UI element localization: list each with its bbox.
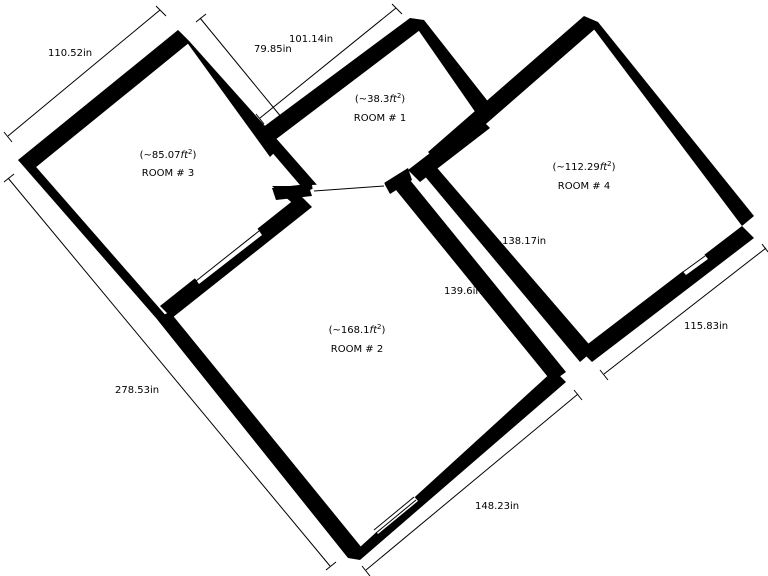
window-room3-line [195, 230, 260, 282]
dim-label-148-23: 148.23in [475, 501, 519, 512]
dimension-labels: 110.52in 79.85in 101.14in 138.17in 139.6… [48, 34, 728, 512]
openings [194, 180, 708, 534]
dimension-lines [3, 3, 768, 576]
room-2-area: (~168.1ft2) [329, 323, 386, 336]
room-3-name: ROOM # 3 [142, 168, 194, 179]
wall-room3-bottom [160, 195, 312, 318]
wall-room4-right [584, 16, 754, 226]
dim-tick-110-52-b [155, 5, 167, 17]
dim-line-148-23 [365, 393, 579, 571]
dim-label-139-6: 139.6in [444, 286, 482, 297]
room-2-label-group: (~168.1ft2) ROOM # 2 [329, 323, 386, 355]
dim-label-110-52: 110.52in [48, 48, 92, 59]
room-3-label-group: (~85.07ft2) ROOM # 3 [140, 148, 197, 179]
wall-room3-left [18, 160, 168, 318]
room-4-name: ROOM # 4 [558, 181, 610, 192]
room-1-label-group: (~38.3ft2) ROOM # 1 [354, 92, 406, 124]
dim-tick-278-53-b [325, 561, 337, 571]
dim-tick-115-83-b [761, 243, 768, 253]
wall-room4-bottom [580, 226, 754, 362]
dim-line-278-53 [7, 177, 331, 567]
dim-line-79-85 [199, 17, 283, 119]
room-4-label-group: (~112.29ft2) ROOM # 4 [552, 160, 615, 192]
dim-line-110-52 [7, 9, 161, 137]
wall-room3-top [18, 30, 190, 172]
wall-room1-top [262, 18, 420, 140]
wall-room4-left [418, 162, 594, 362]
room-3-area: (~85.07ft2) [140, 148, 197, 161]
dim-label-101-14: 101.14in [289, 34, 333, 45]
dim-tick-110-52-a [3, 131, 13, 143]
window-room2-bottom-line1 [373, 496, 415, 531]
wall-room1-right [410, 18, 490, 116]
dim-line-101-14 [259, 7, 397, 119]
window-room4-line [682, 255, 706, 273]
dim-tick-278-53-a [3, 173, 15, 183]
wall-room1-left [270, 145, 318, 192]
dim-tick-101-14-a [255, 113, 265, 125]
dim-tick-79-85-a [195, 13, 207, 23]
door-room2-top-line [313, 185, 385, 192]
wall-room4-top [428, 16, 596, 164]
dim-label-79-85: 79.85in [254, 44, 292, 55]
wall-room2-top-right [384, 168, 412, 194]
dim-tick-101-14-b [391, 3, 403, 15]
room-1-name: ROOM # 1 [354, 113, 406, 124]
window-room2-bottom [372, 494, 418, 534]
room-1-area: (~38.3ft2) [355, 92, 405, 105]
dim-label-278-53: 278.53in [115, 385, 159, 396]
dim-label-138-17: 138.17in [502, 236, 546, 247]
dim-tick-148-23-a [361, 565, 371, 576]
door-swing-marker [272, 186, 306, 206]
dim-line-115-83 [603, 247, 767, 375]
wall-room3-right [178, 30, 282, 157]
dim-label-115-83: 115.83in [684, 321, 728, 332]
window-room2-bottom-line2 [375, 499, 417, 534]
wall-room2-left [156, 312, 362, 558]
room-4-area: (~112.29ft2) [552, 160, 615, 173]
wall-room2-right [396, 180, 566, 382]
dim-tick-115-83-a [599, 369, 609, 381]
room-2-name: ROOM # 2 [331, 344, 383, 355]
dim-tick-79-85-b [277, 113, 289, 123]
dim-tick-148-23-b [573, 389, 583, 401]
